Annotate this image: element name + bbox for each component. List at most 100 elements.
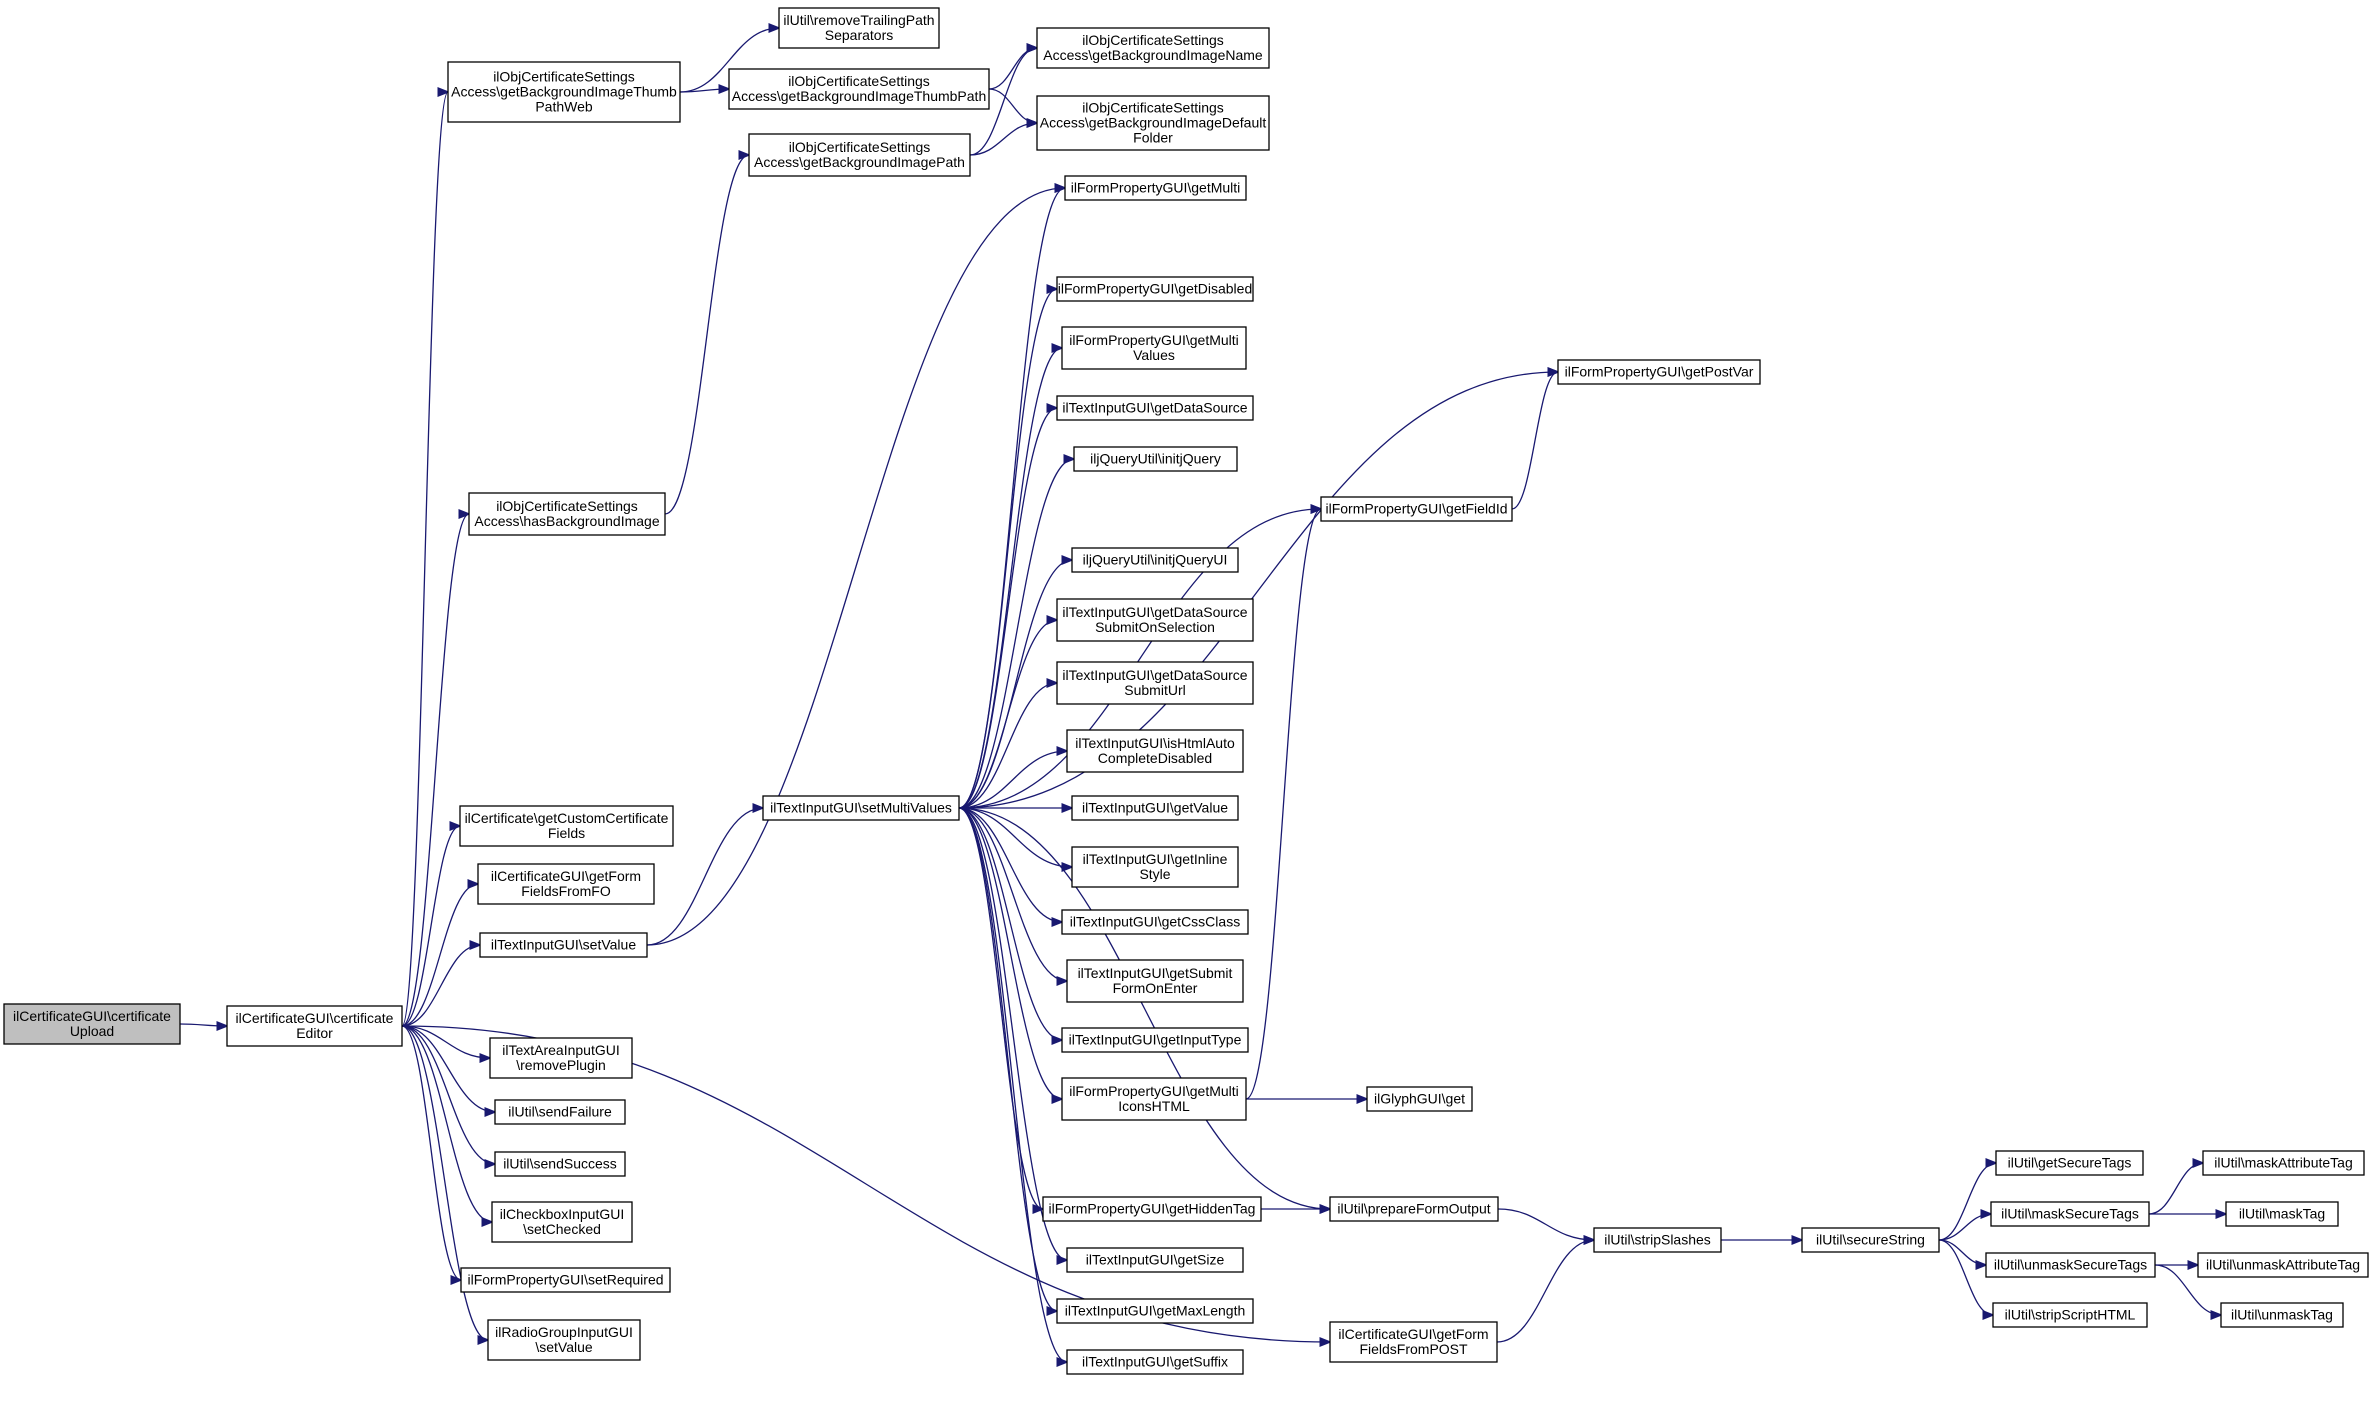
graph-node-bg-path[interactable]: ilObjCertificateSettingsAccess\getBackgr… — [748, 133, 971, 177]
node-label-line: ilFormPropertyGUI\getMulti — [1069, 332, 1239, 348]
edge-certEditor-to-thumbWeb — [401, 92, 448, 1027]
graph-node-prepare-form[interactable]: ilUtil\prepareFormOutput — [1329, 1196, 1499, 1222]
graph-node-get-field-id[interactable]: ilFormPropertyGUI\getFieldId — [1320, 496, 1513, 522]
node-box — [1036, 27, 1270, 69]
graph-node-get-input-type[interactable]: ilTextInputGUI\getInputType — [1061, 1027, 1249, 1053]
graph-node-get-css-class[interactable]: ilTextInputGUI\getCssClass — [1061, 909, 1249, 935]
graph-node-get-max-length[interactable]: ilTextInputGUI\getMaxLength — [1056, 1298, 1254, 1324]
node-box — [226, 1005, 403, 1047]
edge-certEditor-to-sendFailure — [401, 1025, 495, 1112]
edge-thumbPath-to-bgDefault — [988, 88, 1037, 123]
node-box — [1329, 1321, 1498, 1363]
node-box — [1995, 1150, 2144, 1176]
node-label-line: Fields — [548, 825, 585, 841]
node-box — [491, 1201, 633, 1243]
edge-bgPath-to-bgName — [969, 48, 1037, 156]
graph-node-send-success[interactable]: ilUtil\sendSuccess — [494, 1151, 626, 1177]
graph-node-has-bg[interactable]: ilObjCertificateSettingsAccess\hasBackgr… — [468, 492, 666, 536]
edge-secureString-to-unmaskSecureTags — [1938, 1239, 1986, 1265]
node-box — [1593, 1227, 1722, 1253]
edge-unmaskSecureTags-to-unmaskTag — [2154, 1264, 2221, 1315]
node-label-line: ilObjCertificateSettings — [789, 139, 931, 155]
edge-setMultiValues-to-getSize — [958, 807, 1067, 1260]
graph-node-secure-string[interactable]: ilUtil\secureString — [1801, 1227, 1940, 1253]
graph-node-get-multi[interactable]: ilFormPropertyGUI\getMulti — [1064, 175, 1247, 201]
edge-setMultiValues-to-getInlineStyle — [958, 807, 1072, 867]
graph-node-ds-submit-on-sel[interactable]: ilTextInputGUI\getDataSourceSubmitOnSele… — [1056, 598, 1254, 642]
node-box — [1056, 395, 1254, 421]
graph-node-thumb-web[interactable]: ilObjCertificateSettingsAccess\getBackgr… — [447, 61, 681, 123]
node-box — [1064, 175, 1247, 201]
graph-node-radio-set-value[interactable]: ilRadioGroupInputGUI\setValue — [487, 1319, 641, 1361]
graph-node-set-value[interactable]: ilTextInputGUI\setValue — [479, 932, 648, 958]
graph-node-unmask-secure-tags[interactable]: ilUtil\unmaskSecureTags — [1985, 1252, 2156, 1278]
graph-node-initj-query-u-i[interactable]: iljQueryUtil\initjQueryUI — [1071, 547, 1239, 573]
node-box — [1066, 1349, 1244, 1375]
node-label-line: ilUtil\unmaskTag — [2231, 1307, 2333, 1323]
graph-node-is-html-auto[interactable]: ilTextInputGUI\isHtmlAutoCompleteDisable… — [1066, 729, 1244, 773]
node-box — [1071, 795, 1239, 821]
edge-getFieldId-to-getPostVar — [1511, 372, 1558, 510]
node-label-line: ilUtil\unmaskAttributeTag — [2206, 1257, 2360, 1273]
graph-node-unmask-attribute-tag[interactable]: ilUtil\unmaskAttributeTag — [2197, 1252, 2369, 1278]
graph-node-get-secure-tags[interactable]: ilUtil\getSecureTags — [1995, 1150, 2144, 1176]
graph-node-get-suffix[interactable]: ilTextInputGUI\getSuffix — [1066, 1349, 1244, 1375]
edge-certEditor-to-setChecked — [401, 1025, 492, 1222]
graph-node-thumb-path[interactable]: ilObjCertificateSettingsAccess\getBackgr… — [728, 68, 990, 110]
node-label-line: SubmitOnSelection — [1095, 619, 1215, 635]
graph-node-set-required[interactable]: ilFormPropertyGUI\setRequired — [460, 1267, 671, 1293]
node-label-line: Access\getBackgroundImagePath — [754, 154, 965, 170]
graph-node-get-post-var[interactable]: ilFormPropertyGUI\getPostVar — [1557, 359, 1761, 385]
node-box — [1056, 1298, 1254, 1324]
edge-setMultiValues-to-getDataSource — [958, 408, 1057, 809]
graph-node-unmask-tag[interactable]: ilUtil\unmaskTag — [2220, 1302, 2344, 1328]
node-box — [1992, 1302, 2148, 1328]
node-label-line: ilTextInputGUI\isHtmlAuto — [1075, 735, 1235, 751]
graph-node-mask-attribute-tag[interactable]: ilUtil\maskAttributeTag — [2202, 1150, 2365, 1176]
graph-node-send-failure[interactable]: ilUtil\sendFailure — [494, 1099, 626, 1125]
edge-certEditor-to-sendSuccess — [401, 1025, 495, 1164]
edge-setMultiValues-to-getCssClass — [958, 807, 1062, 922]
node-label-line: ilTextInputGUI\getDataSource — [1062, 604, 1247, 620]
graph-node-mask-secure-tags[interactable]: ilUtil\maskSecureTags — [1990, 1201, 2150, 1227]
graph-node-bg-name[interactable]: ilObjCertificateSettingsAccess\getBackgr… — [1036, 27, 1270, 69]
edge-formFieldsPOST-to-stripSlashes — [1496, 1240, 1594, 1343]
graph-node-remove-plugin[interactable]: ilTextAreaInputGUI\removePlugin — [489, 1037, 633, 1079]
node-label-line: PathWeb — [535, 99, 593, 115]
node-label-line: FormOnEnter — [1113, 980, 1198, 996]
graph-node-get-value[interactable]: ilTextInputGUI\getValue — [1071, 795, 1239, 821]
graph-node-get-data-source[interactable]: ilTextInputGUI\getDataSource — [1056, 395, 1254, 421]
node-label-line: ilFormPropertyGUI\getDisabled — [1058, 281, 1253, 297]
graph-node-get-size[interactable]: ilTextInputGUI\getSize — [1066, 1247, 1244, 1273]
graph-node-strip-slashes[interactable]: ilUtil\stripSlashes — [1593, 1227, 1722, 1253]
graph-node-glyph-get[interactable]: ilGlyphGUI\get — [1366, 1086, 1473, 1112]
node-box — [479, 932, 648, 958]
graph-node-get-hidden-tag[interactable]: ilFormPropertyGUI\getHiddenTag — [1042, 1196, 1262, 1222]
graph-node-strip-script-h-t-m-l[interactable]: ilUtil\stripScriptHTML — [1992, 1302, 2148, 1328]
node-box — [494, 1099, 626, 1125]
graph-node-set-multi-values[interactable]: ilTextInputGUI\setMultiValues — [762, 795, 960, 821]
graph-node-bg-default[interactable]: ilObjCertificateSettingsAccess\getBackgr… — [1036, 95, 1270, 151]
graph-node-get-disabled[interactable]: ilFormPropertyGUI\getDisabled — [1056, 276, 1254, 302]
edge-thumbWeb-to-thumbPath — [679, 89, 729, 92]
graph-node-set-checked[interactable]: ilCheckboxInputGUI\setChecked — [491, 1201, 633, 1243]
edge-setMultiValues-to-isHtmlAuto — [958, 751, 1067, 809]
graph-node-mask-tag[interactable]: ilUtil\maskTag — [2225, 1201, 2339, 1227]
node-label-line: ilFormPropertyGUI\getMulti — [1071, 180, 1241, 196]
graph-node-initj-query[interactable]: iljQueryUtil\initjQuery — [1073, 446, 1238, 472]
edge-certEditor-to-setValue — [401, 945, 480, 1027]
node-box — [728, 68, 990, 110]
node-label-line: ilUtil\removeTrailingPath — [783, 12, 934, 28]
edge-secureString-to-stripScriptHTML — [1938, 1239, 1993, 1315]
